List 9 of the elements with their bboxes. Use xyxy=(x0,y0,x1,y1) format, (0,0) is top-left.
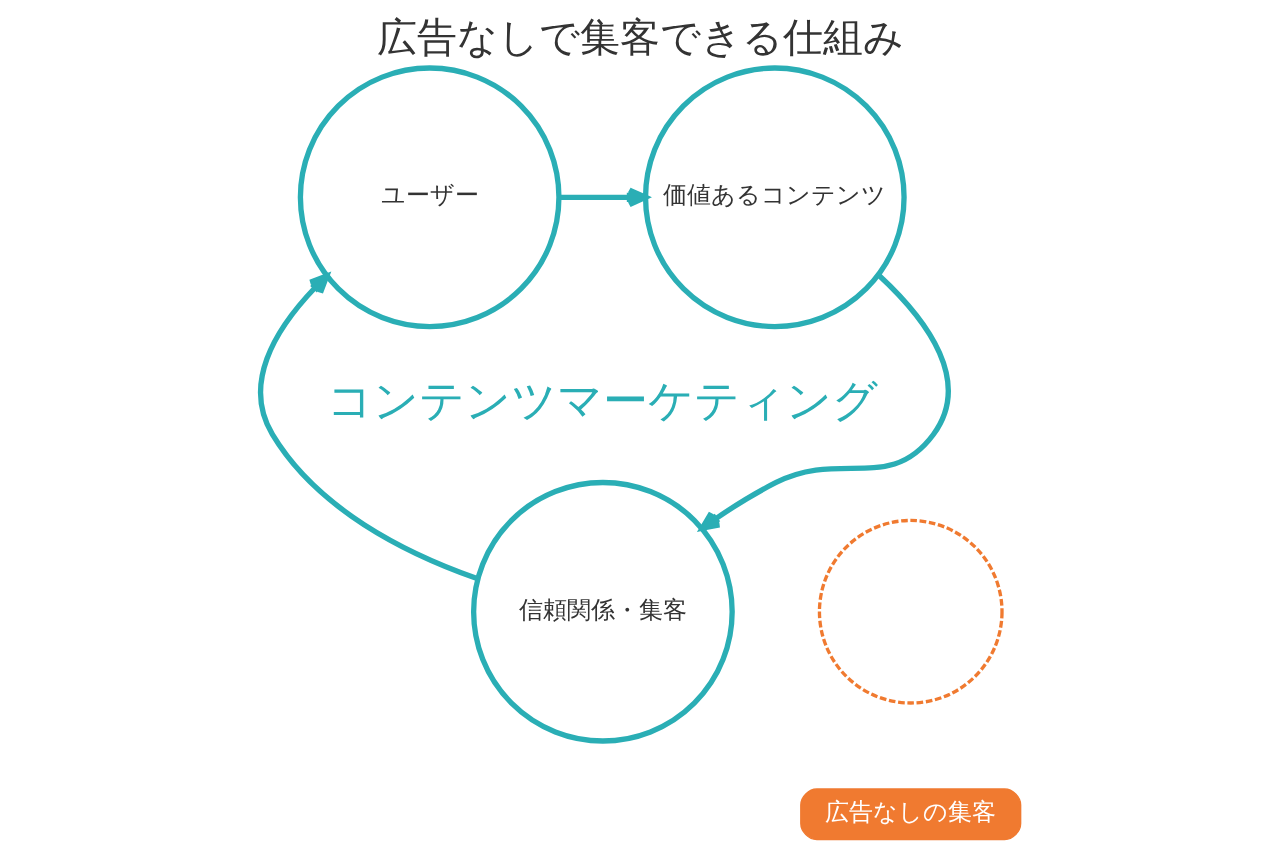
node-circle: 信頼関係・集客 xyxy=(470,479,735,744)
node-circle: ユーザー xyxy=(297,65,562,330)
arrow xyxy=(699,273,951,531)
node-circle xyxy=(817,518,1004,705)
arrow xyxy=(257,273,479,582)
label: コンテンツマーケティング xyxy=(326,374,878,428)
node-circle: 価値あるコンテンツ xyxy=(642,65,907,330)
diagram-title: 広告なしで集客できる仕組み xyxy=(376,13,904,60)
node-box: 広告なしの集客 xyxy=(799,788,1021,841)
